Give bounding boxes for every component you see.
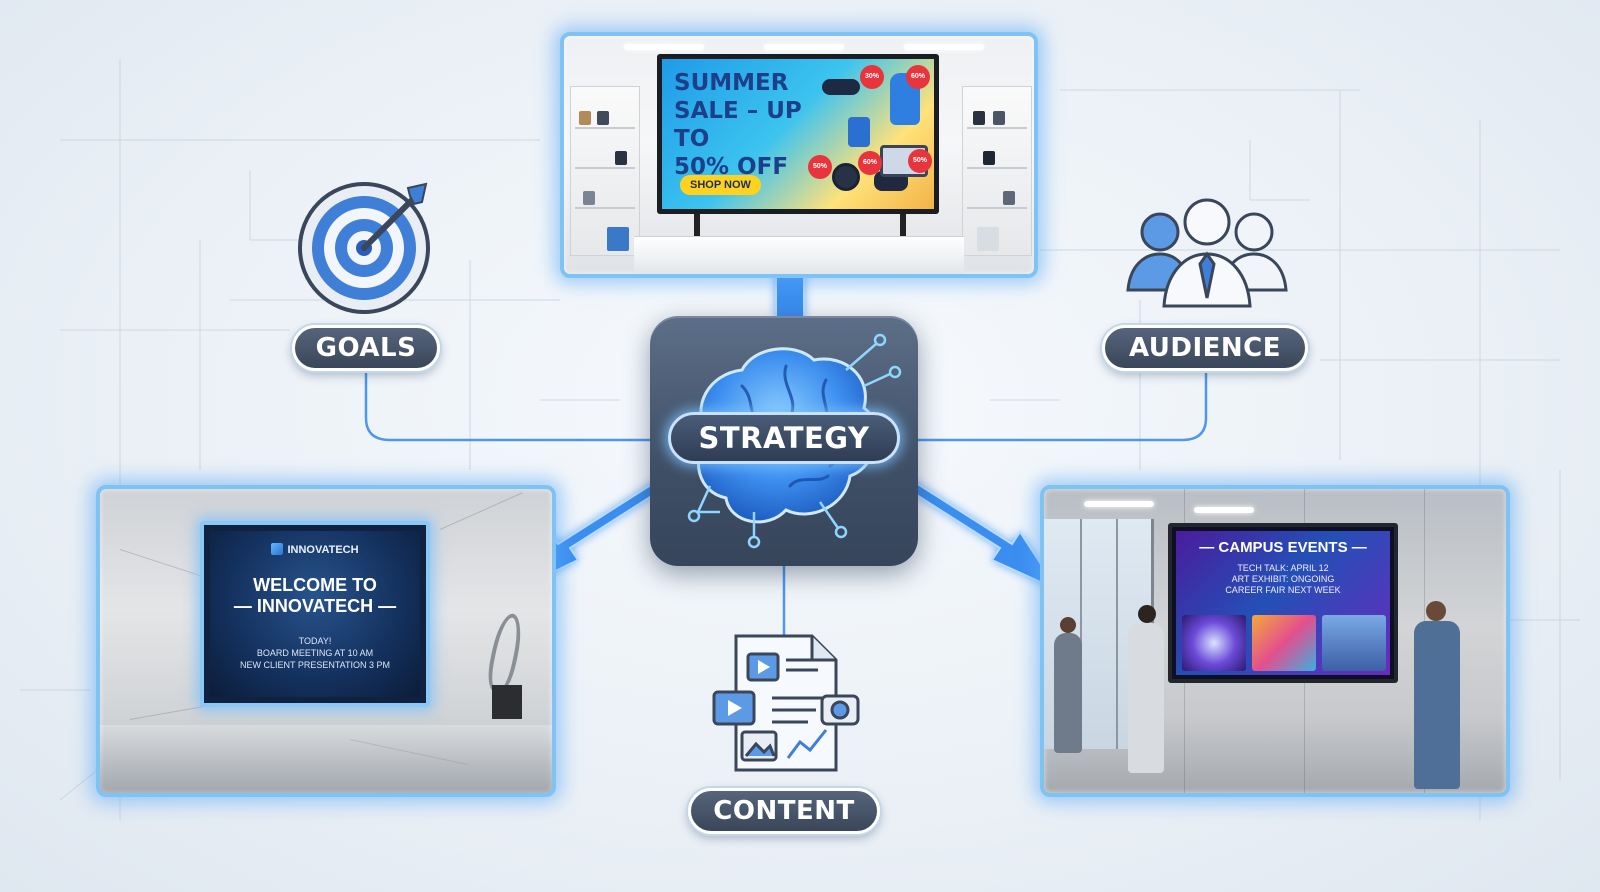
- headphones-image: [832, 163, 860, 191]
- ceiling-light: [1084, 501, 1154, 507]
- microphone-image: [1182, 615, 1246, 671]
- display-counter: [634, 236, 964, 274]
- arrow-to-campus: [887, 472, 1061, 593]
- shop-now-button: SHOP NOW: [680, 175, 761, 195]
- strategy-label: STRATEGY: [668, 412, 900, 464]
- store-shelf-left: [570, 86, 640, 256]
- today-label: TODAY!: [298, 636, 332, 646]
- discount-badge: 60%: [906, 65, 930, 89]
- sunglasses-image: [822, 79, 860, 95]
- campus-hallway-panel: — CAMPUS EVENTS — TECH TALK: APRIL 12 AR…: [1040, 485, 1510, 797]
- store-shelf-right: [962, 86, 1032, 256]
- audience-label: AUDIENCE: [1102, 325, 1308, 371]
- discount-badge: 50%: [808, 155, 832, 179]
- student-figure: [1128, 623, 1164, 773]
- event-line-2: ART EXHIBIT: ONGOING: [1231, 574, 1335, 584]
- sculpture-plinth: [492, 685, 522, 719]
- polished-floor: [100, 725, 552, 793]
- goals-connector: [364, 372, 672, 442]
- document-media-icon: [712, 634, 860, 772]
- ceiling-light: [904, 44, 984, 50]
- sale-headline-line-1: SUMMER: [674, 70, 789, 96]
- event-line-1: TECH TALK: APRIL 12: [1237, 563, 1329, 573]
- lobby-sculpture: [483, 611, 527, 695]
- audience-connector: [898, 372, 1208, 442]
- discount-badge: 30%: [860, 65, 884, 89]
- student-figure: [1414, 621, 1460, 789]
- tv-stand-leg: [900, 214, 906, 236]
- corporate-lobby-panel: INNOVATECH WELCOME TO — INNOVATECH — TOD…: [96, 485, 556, 797]
- welcome-line-1: WELCOME TO: [253, 575, 377, 595]
- schedule-line-1: BOARD MEETING AT 10 AM: [256, 648, 374, 658]
- campus-events-title: — CAMPUS EVENTS —: [1199, 539, 1367, 556]
- ceiling-light: [1194, 507, 1254, 513]
- target-icon: [298, 182, 430, 314]
- retail-display-screen: SUMMER SALE – UP TO 50% OFF SHOP NOW 30%…: [657, 54, 939, 214]
- discount-badge: 50%: [908, 149, 932, 173]
- tv-stand-leg: [694, 214, 700, 236]
- schedule-info: TODAY! BOARD MEETING AT 10 AM NEW CLIENT…: [210, 635, 420, 671]
- goals-label: GOALS: [292, 325, 440, 371]
- sale-headline-line-2: SALE – UP TO: [674, 98, 802, 152]
- ceiling-light: [624, 44, 704, 50]
- retail-store-panel: SUMMER SALE – UP TO 50% OFF SHOP NOW 30%…: [560, 32, 1038, 278]
- corporate-display-screen: INNOVATECH WELCOME TO — INNOVATECH — TOD…: [200, 521, 430, 707]
- brand-name: INNOVATECH: [287, 544, 359, 556]
- schedule-line-2: NEW CLIENT PRESENTATION 3 PM: [239, 660, 391, 670]
- bottle-image: [848, 117, 870, 147]
- welcome-message: WELCOME TO — INNOVATECH —: [210, 575, 420, 617]
- event-line-3: CAREER FAIR NEXT WEEK: [1225, 585, 1341, 595]
- students-photo-image: [1322, 615, 1386, 671]
- sale-headline: SUMMER SALE – UP TO 50% OFF: [674, 69, 814, 181]
- welcome-line-2: — INNOVATECH —: [233, 596, 397, 616]
- brand-mark-icon: [271, 543, 284, 555]
- events-list: TECH TALK: APRIL 12 ART EXHIBIT: ONGOING…: [1176, 563, 1390, 596]
- student-figure: [1060, 617, 1076, 633]
- discount-badge: 60%: [858, 151, 882, 175]
- ceiling-light: [764, 44, 844, 50]
- student-figure: [1426, 601, 1446, 621]
- campus-display-screen: — CAMPUS EVENTS — TECH TALK: APRIL 12 AR…: [1168, 523, 1398, 683]
- art-palette-image: [1252, 615, 1316, 671]
- content-label: CONTENT: [688, 788, 880, 834]
- innovatech-logo: INNOVATECH: [210, 543, 420, 556]
- student-figure: [1138, 605, 1156, 623]
- student-figure: [1054, 633, 1082, 753]
- people-icon: [1126, 198, 1288, 308]
